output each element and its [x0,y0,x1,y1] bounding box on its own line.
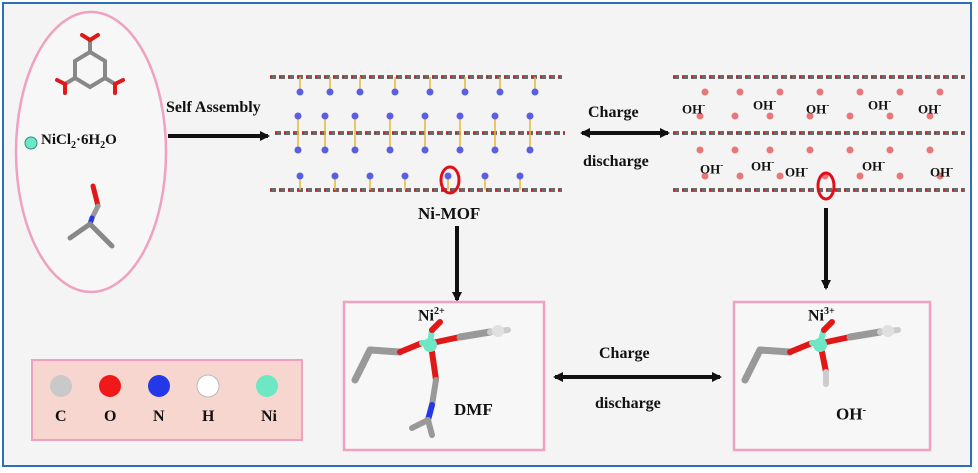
oh-label: OH- [930,163,954,180]
ni2-site-box [342,300,546,452]
dmf-label: DMF [454,400,493,419]
trimesic-acid-molecule [55,33,125,95]
oh-label: OH- [862,157,886,174]
charge-label-bottom: Charge [599,345,650,362]
oh-label: OH- [700,160,724,177]
mof-layer-1 [270,75,562,96]
oh-label: OH- [806,100,830,117]
reagents-ellipse [14,10,168,294]
ni-mof-label: Ni-MOF [418,204,481,223]
dmf-molecule [67,183,115,249]
legend-box [31,359,303,441]
legend-marks [50,374,278,398]
legend-swatch-h [196,374,220,398]
legend-label-n: N [153,408,165,425]
oh-site-highlight [816,171,836,201]
legend-label-c: C [55,408,67,425]
self-assembly-label: Self Assembly [166,99,261,116]
oh-label: OH- [785,163,809,180]
charged-mof-structure [673,75,965,201]
legend-swatch-o [99,375,121,397]
legend-swatch-c [50,375,72,397]
ni-atom-icon [24,136,38,150]
legend-swatch-n [148,375,170,397]
ni3-coordination-model [741,319,901,387]
ni2-coordination-model [351,319,511,438]
reagent-salt-label: NiCl2·6H2O [41,132,117,151]
charge-label-top: Charge [588,104,639,121]
legend-label-o: O [104,408,117,425]
oh-label: OH- [918,100,942,117]
oh-label: OH- [682,100,706,117]
dmf-site-highlight [439,165,461,195]
oh-label: OH- [868,96,892,113]
ni2-label: Ni2+ [418,306,445,325]
legend-label-h: H [202,408,215,425]
legend-swatch-ni [256,375,278,397]
ni3-label: Ni3+ [808,306,835,325]
discharge-label-bottom: discharge [595,395,661,412]
mof-layer-3 [270,172,562,192]
discharge-label-top: discharge [583,153,649,170]
mof-layer-2 [275,112,565,154]
oh-label: OH- [753,96,777,113]
legend-label-ni: Ni [261,408,277,425]
oh-label: OH- [751,157,775,174]
ni3-site-box [732,300,932,452]
oh-bottom-label: OH- [836,404,867,424]
ni-mof-structure [270,75,565,195]
